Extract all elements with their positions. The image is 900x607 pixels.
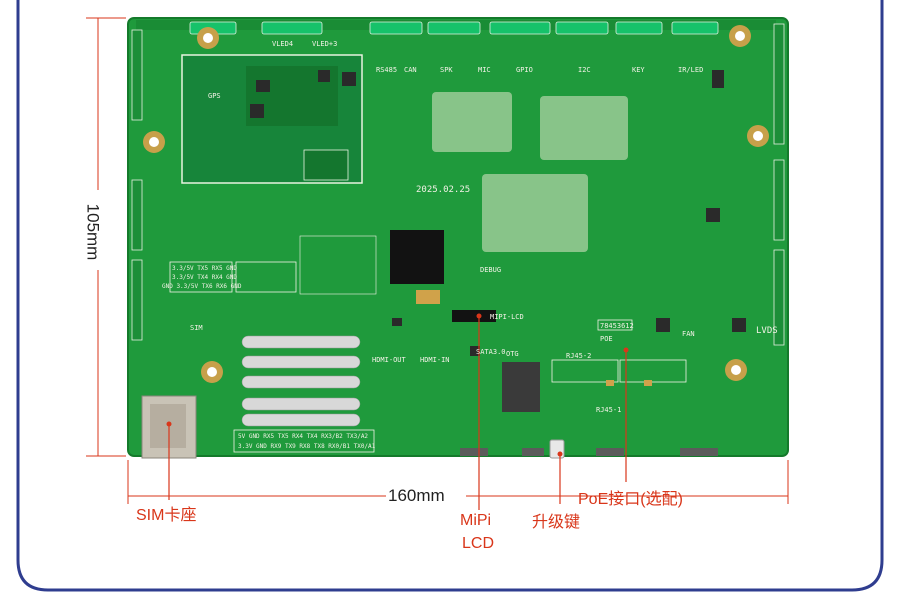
height-dimension-label: 105mm xyxy=(83,203,103,261)
silk-uart-row-1: 3.3/5V TX5 RX5 GND xyxy=(172,265,238,272)
silk-ir-led: IR/LED xyxy=(678,66,704,74)
silk-hdmi-out: HDMI-OUT xyxy=(372,356,406,364)
silk-bottom-row-1: 5V GND RX5 TX5 RX4 TX4 RX3/B2 TX3/A2 xyxy=(238,433,369,440)
silk-hdmi-in: HDMI-IN xyxy=(420,356,450,364)
silk-rs485: RS485 xyxy=(376,66,398,74)
silk-poe: POE xyxy=(600,335,613,343)
main-chip xyxy=(390,230,444,284)
silk-otg: OTG xyxy=(506,350,519,358)
top-connectors xyxy=(189,21,719,35)
silk-fan: FAN xyxy=(682,330,695,338)
silk-uart-row-2: 3.3/5V TX4 RX4 GND xyxy=(172,274,238,281)
silk-bottom-row-2: 3.3V GND RX9 TX9 RX8 TX8 RX0/B1 TX0/A1 xyxy=(238,443,376,450)
silk-debug: DEBUG xyxy=(480,266,502,274)
silk-can: CAN xyxy=(404,66,417,74)
silk-sata: SATA3.0 xyxy=(476,348,506,356)
bottom-connectors xyxy=(460,448,718,456)
width-dimension-label: 160mm xyxy=(388,486,445,505)
pad-rows xyxy=(241,335,361,427)
mipi-callout-label-line2: LCD xyxy=(462,535,495,552)
silk-mipi: MIPI-LCD xyxy=(490,313,524,321)
silk-sim: SIM xyxy=(190,324,203,332)
silk-uart-row-3: GND 3.3/5V TX6 RX6 GND xyxy=(162,283,242,290)
left-headers xyxy=(131,29,143,341)
board-date: 2025.02.25 xyxy=(416,185,471,195)
silk-i2c: I2C xyxy=(578,66,591,74)
sim-callout-label: SIM卡座 xyxy=(136,507,197,524)
silk-spk: SPK xyxy=(440,66,453,74)
silk-vled4: VLED4 xyxy=(272,40,294,48)
via-clusters xyxy=(432,92,628,252)
callout-leaders xyxy=(168,316,627,510)
mipi-callout-label-line1: MiPi xyxy=(460,512,492,529)
board-serial: 78453612 xyxy=(600,322,634,330)
silk-vled3: VLED+3 xyxy=(312,40,338,48)
silk-rj45-2: RJ45-2 xyxy=(566,352,592,360)
silk-mic: MIC xyxy=(478,66,491,74)
pcb-board xyxy=(127,17,789,459)
silk-gpio: GPIO xyxy=(516,66,533,74)
dimension-lines xyxy=(86,17,789,504)
right-headers xyxy=(773,23,785,346)
upgrade-callout-label: 升级键 xyxy=(532,514,581,531)
mounting-holes xyxy=(143,25,769,383)
silk-key: KEY xyxy=(632,66,645,74)
silk-rj45-1: RJ45-1 xyxy=(596,406,622,414)
frame-border xyxy=(16,0,884,592)
poe-callout-label: PoE接口(选配) xyxy=(578,491,683,508)
silk-lvds: LVDS xyxy=(756,326,778,336)
silk-gps: GPS xyxy=(208,92,221,100)
